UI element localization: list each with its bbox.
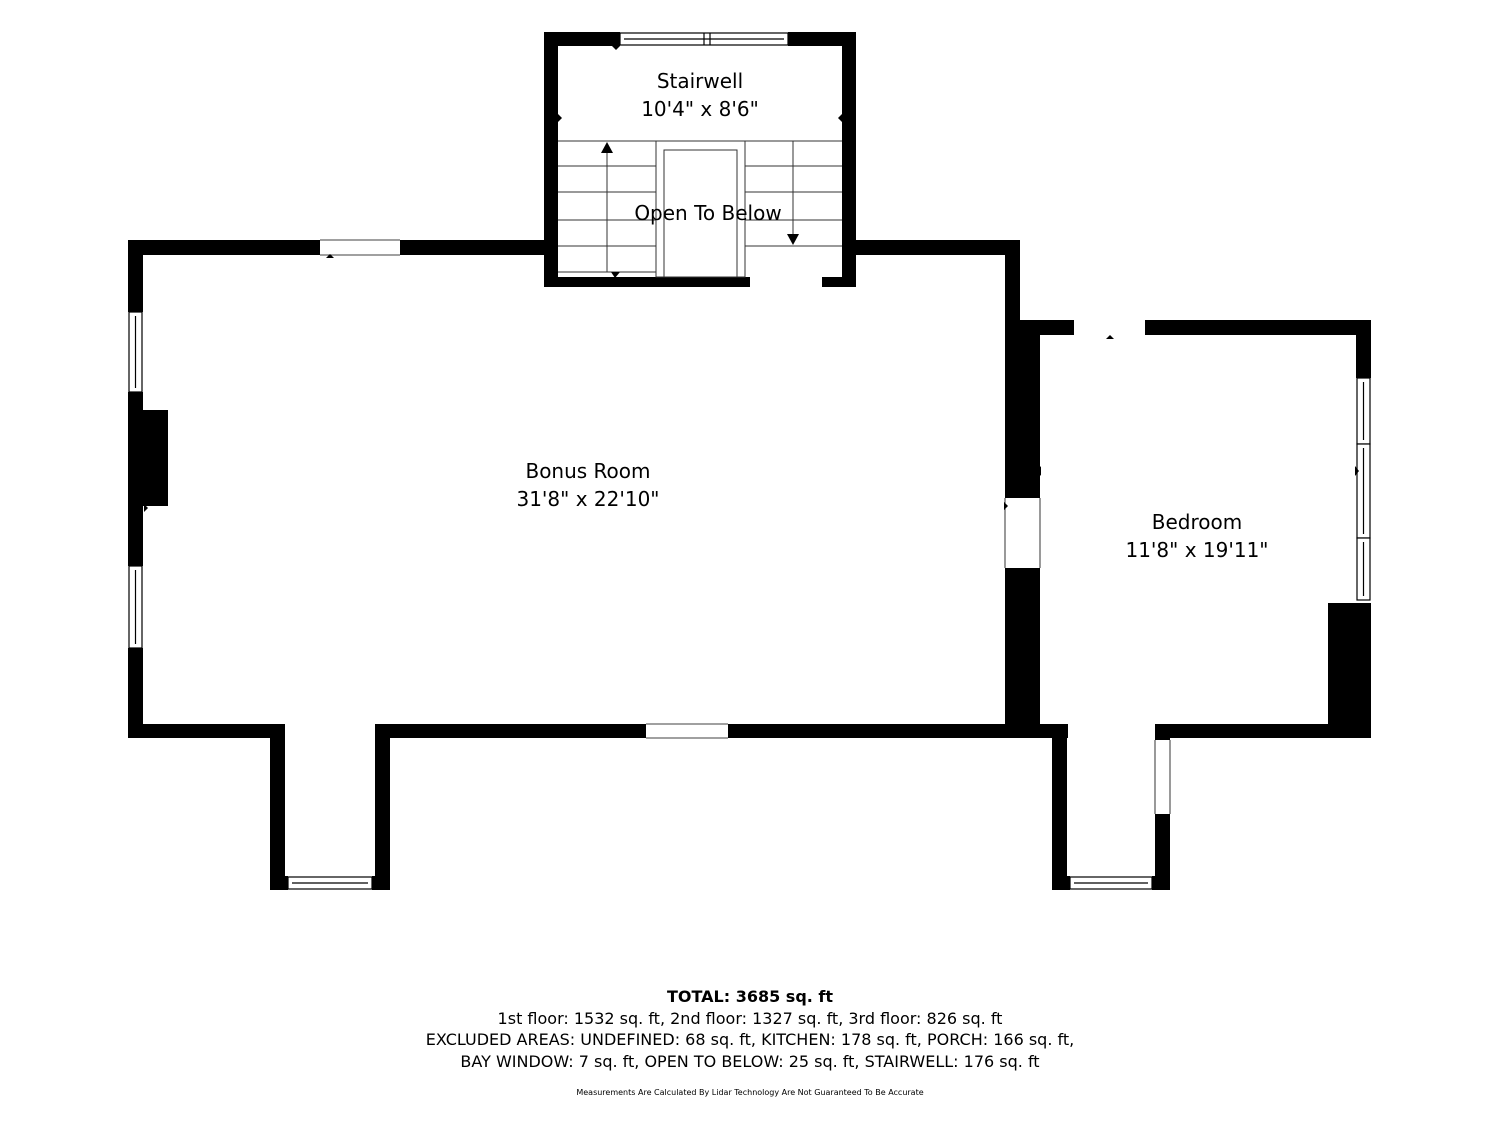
bedroom-label: Bedroom 11'8" x 19'11" (1097, 508, 1297, 564)
disclaimer: Measurements Are Calculated By Lidar Tec… (576, 1088, 924, 1097)
area-summary: TOTAL: 3685 sq. ft 1st floor: 1532 sq. f… (0, 986, 1500, 1072)
markers (144, 254, 1359, 512)
total-area: TOTAL: 3685 sq. ft (666, 987, 834, 1006)
bonus-room-dims: 31'8" x 22'10" (516, 487, 660, 511)
bedroom-dims: 11'8" x 19'11" (1125, 538, 1269, 562)
walls (128, 32, 1371, 890)
open-to-below-label: Open To Below (634, 201, 782, 225)
stairwell-name: Stairwell (656, 69, 744, 93)
door-openings (320, 239, 1171, 814)
bonus-room-label: Bonus Room 31'8" x 22'10" (488, 457, 688, 513)
stairs (558, 140, 842, 278)
stairwell-label: Stairwell 10'4" x 8'6" (600, 67, 800, 123)
stairwell-dims: 10'4" x 8'6" (641, 97, 759, 121)
floor-areas: 1st floor: 1532 sq. ft, 2nd floor: 1327 … (497, 1008, 1003, 1028)
floor-plan (128, 32, 1371, 890)
excluded-areas-1: EXCLUDED AREAS: UNDEFINED: 68 sq. ft, KI… (425, 1030, 1075, 1049)
stair-arrows (558, 46, 842, 278)
bonus-room-name: Bonus Room (525, 459, 651, 483)
windows (128, 32, 1371, 890)
bedroom-name: Bedroom (1151, 510, 1243, 534)
excluded-areas-2: BAY WINDOW: 7 sq. ft, OPEN TO BELOW: 25 … (460, 1051, 1040, 1071)
